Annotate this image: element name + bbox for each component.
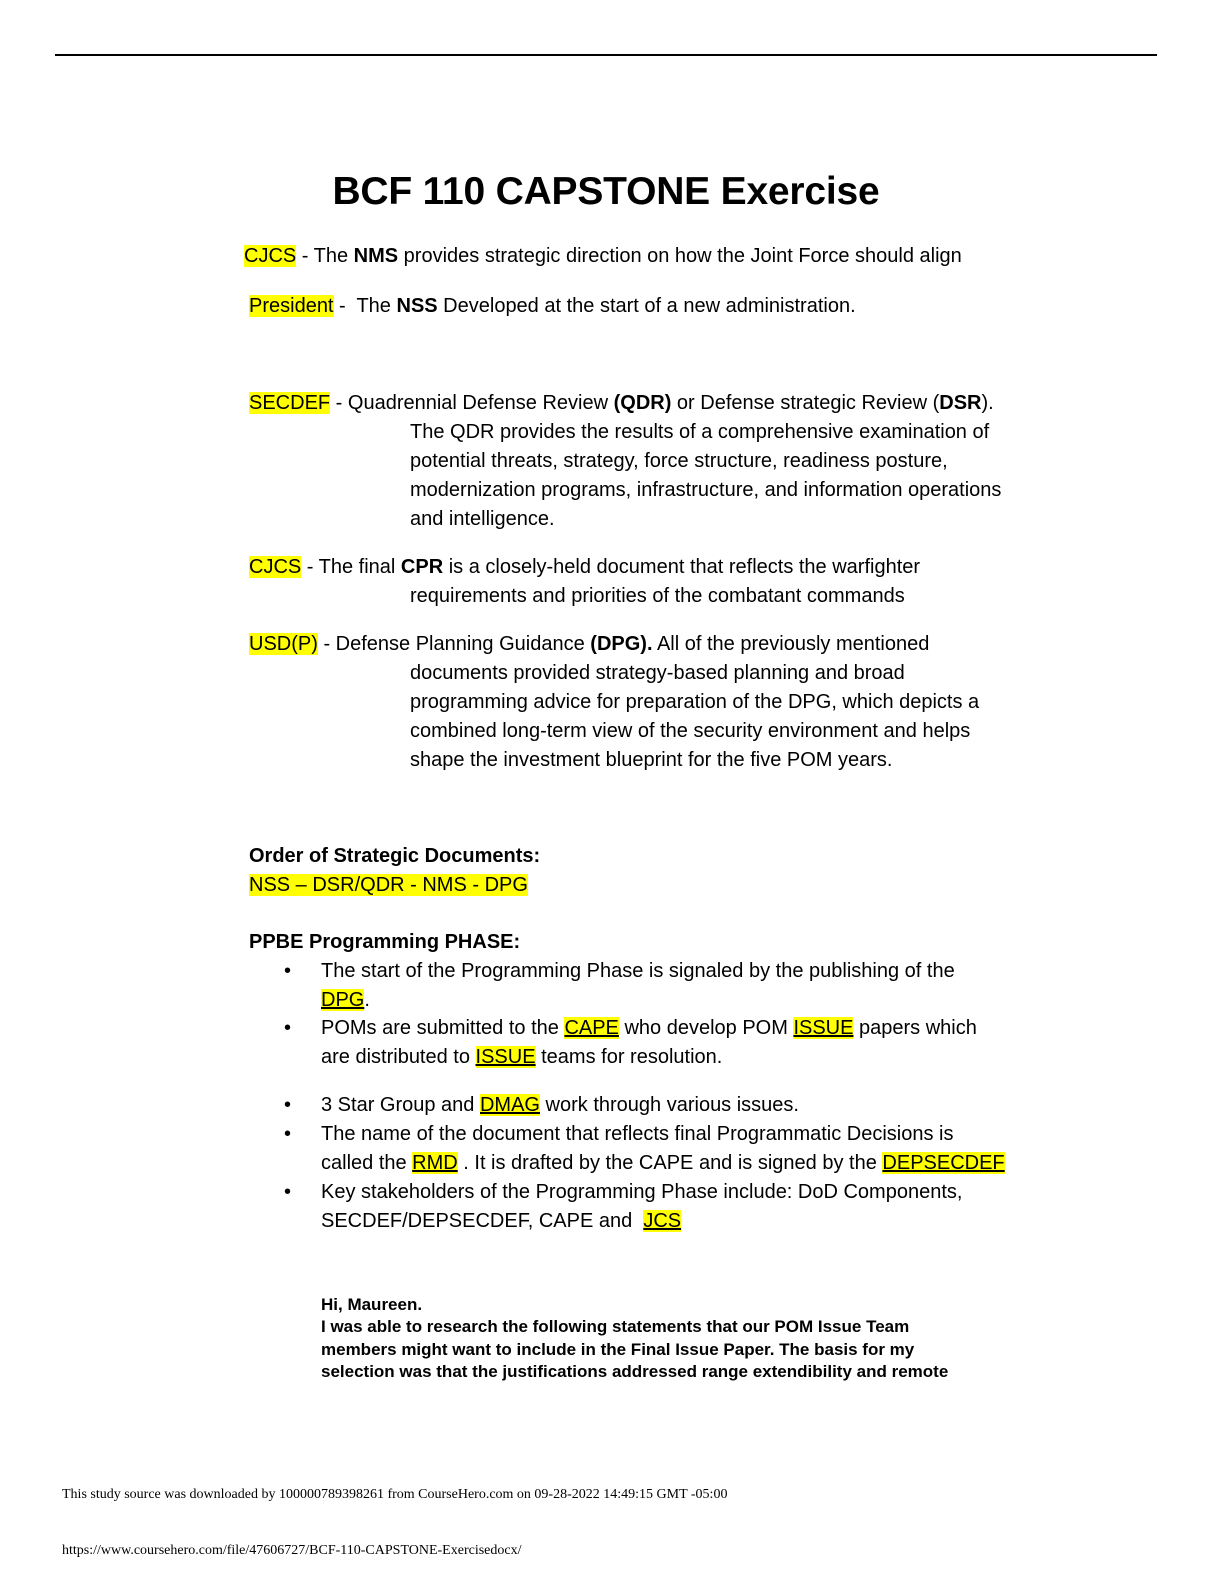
bullet-1-line2: DPG. <box>321 989 370 1011</box>
answer-dmag: DMAG <box>479 1094 540 1116</box>
answer-issue: ISSUE <box>475 1046 536 1068</box>
order-value: NSS – DSR/QDR - NMS - DPG <box>249 871 528 900</box>
answer-jcs: JCS <box>643 1210 682 1232</box>
bullet-icon: • <box>284 1017 292 1039</box>
bullet-icon: • <box>284 1181 292 1203</box>
email-body-line: members might want to include in the Fin… <box>321 1340 915 1359</box>
header-rule <box>55 54 1157 56</box>
role-highlight: USD(P) <box>249 633 318 655</box>
bullet-3-line1: 3 Star Group and DMAG work through vario… <box>321 1094 799 1116</box>
ppbe-heading: PPBE Programming PHASE: <box>249 931 521 953</box>
email-greeting: Hi, Maureen. <box>321 1295 423 1314</box>
bullet-5-line2: SECDEF/DEPSECDEF, CAPE and JCS <box>321 1210 682 1232</box>
download-notice: This study source was downloaded by 1000… <box>62 1487 728 1502</box>
email-body-line: selection was that the justifications ad… <box>321 1362 949 1381</box>
order-value-highlight: NSS – DSR/QDR - NMS - DPG <box>249 874 528 896</box>
entry-usdp-continuation: combined long-term view of the security … <box>410 720 971 742</box>
email-body-line: I was able to research the following sta… <box>321 1317 910 1336</box>
bullet-4-line2: called the RMD . It is drafted by the CA… <box>321 1152 1005 1174</box>
role-highlight: President <box>249 295 334 317</box>
bullet-5-line1: Key stakeholders of the Programming Phas… <box>321 1181 963 1203</box>
entry-secdef-continuation: potential threats, strategy, force struc… <box>410 450 948 472</box>
entry-cjcs-cpr: CJCS - The final CPR is a closely-held d… <box>249 556 921 578</box>
bullet-1-line1: The start of the Programming Phase is si… <box>321 960 955 982</box>
entry-president-nss: President - The NSS Developed at the sta… <box>249 295 856 317</box>
bullet-icon: • <box>284 960 292 982</box>
role-highlight: SECDEF <box>249 392 331 414</box>
entry-secdef-continuation: The QDR provides the results of a compre… <box>410 421 990 443</box>
entry-usdp-continuation: shape the investment blueprint for the f… <box>410 749 893 771</box>
role-highlight: CJCS <box>249 556 302 578</box>
order-heading: Order of Strategic Documents: <box>249 845 541 867</box>
answer-dpg: DPG <box>321 989 365 1011</box>
entry-secdef-continuation: and intelligence. <box>410 508 555 530</box>
answer-cape: CAPE <box>564 1017 619 1039</box>
source-url-link[interactable]: https://www.coursehero.com/file/47606727… <box>62 1543 522 1558</box>
answer-depsecdef: DEPSECDEF <box>882 1152 1005 1174</box>
bullet-icon: • <box>284 1094 292 1116</box>
bullet-2-line2: are distributed to ISSUE teams for resol… <box>321 1046 723 1068</box>
bullet-icon: • <box>284 1123 292 1145</box>
entry-usdp-continuation: programming advice for preparation of th… <box>410 691 980 713</box>
answer-issue: ISSUE <box>793 1017 854 1039</box>
entry-secdef-continuation: modernization programs, infrastructure, … <box>410 479 1002 501</box>
bullet-4-line1: The name of the document that reflects f… <box>321 1123 954 1145</box>
entry-usdp-continuation: documents provided strategy-based planni… <box>410 662 905 684</box>
entry-cjcs-nms: CJCS - The NMS provides strategic direct… <box>244 245 962 267</box>
bullet-2-line1: POMs are submitted to the CAPE who devel… <box>321 1017 977 1039</box>
entry-usdp-dpg: USD(P) - Defense Planning Guidance (DPG)… <box>249 633 930 655</box>
answer-rmd: RMD <box>412 1152 458 1174</box>
role-highlight: CJCS <box>244 245 297 267</box>
document-title: BCF 110 CAPSTONE Exercise <box>332 170 880 213</box>
entry-cjcs-continuation: requirements and priorities of the comba… <box>410 585 905 607</box>
entry-secdef-qdr: SECDEF - Quadrennial Defense Review (QDR… <box>249 392 994 414</box>
